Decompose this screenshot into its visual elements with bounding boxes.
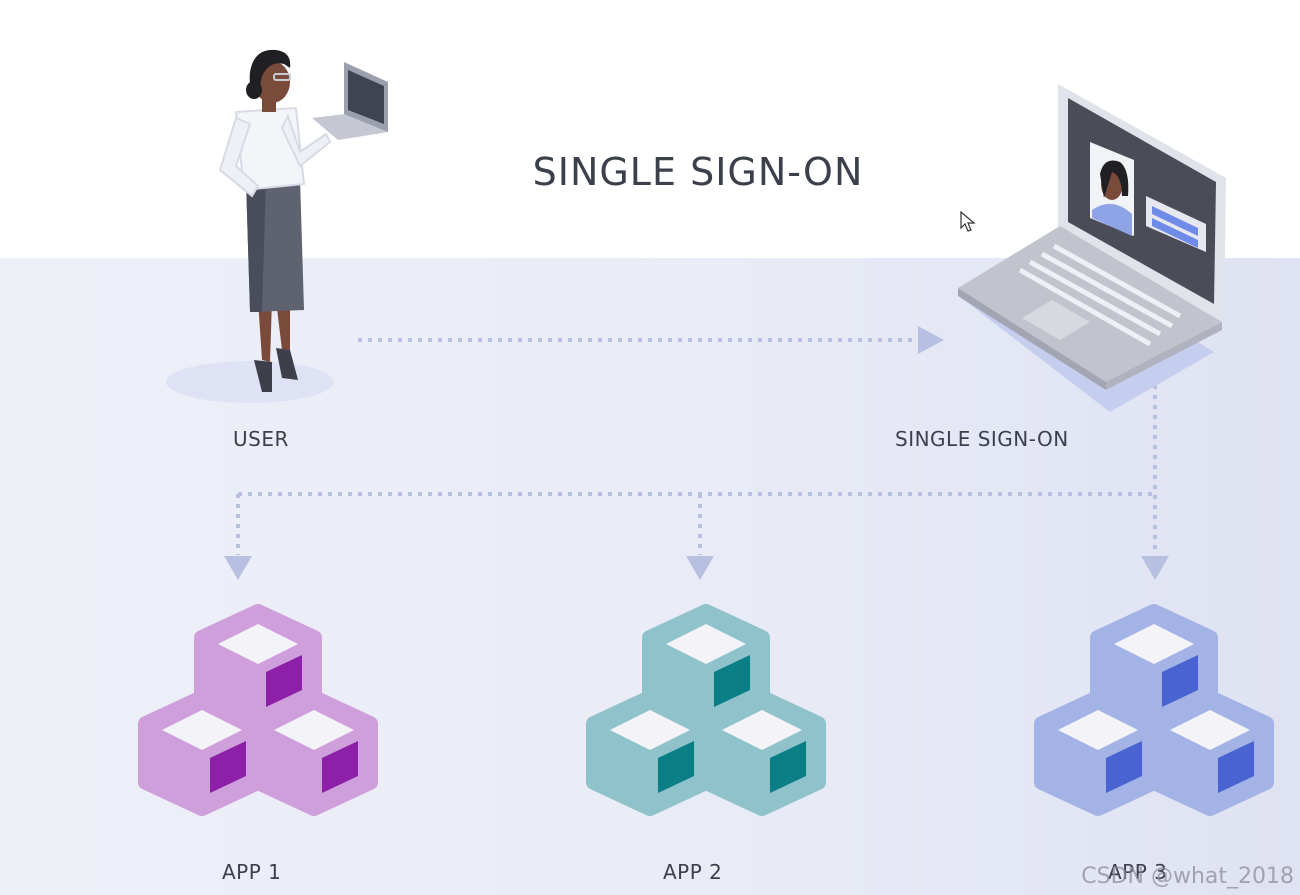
watermark: CSDN @what_2018 xyxy=(1081,864,1294,889)
app3-label: APP 3 xyxy=(1108,860,1168,884)
page-title: SINGLE SIGN-ON xyxy=(532,150,864,194)
cursor-icon xyxy=(960,211,976,232)
connector-lines xyxy=(236,338,1157,555)
app2-label: APP 2 xyxy=(663,860,723,884)
app1-cubes-icon xyxy=(146,612,370,808)
arrow-to-app2 xyxy=(686,556,714,580)
app3-cubes-icon xyxy=(1042,612,1266,808)
arrow-to-app1 xyxy=(224,556,252,580)
user-figure-icon xyxy=(166,49,388,403)
arrow-to-app3 xyxy=(1141,556,1169,580)
app2-cubes-icon xyxy=(594,612,818,808)
app1-label: APP 1 xyxy=(222,860,282,884)
laptop-sso-icon xyxy=(958,84,1226,412)
connector-arrows xyxy=(224,326,1169,580)
sso-label: SINGLE SIGN-ON xyxy=(895,427,1069,451)
arrow-to-sso xyxy=(918,326,944,354)
user-label: USER xyxy=(233,427,289,451)
